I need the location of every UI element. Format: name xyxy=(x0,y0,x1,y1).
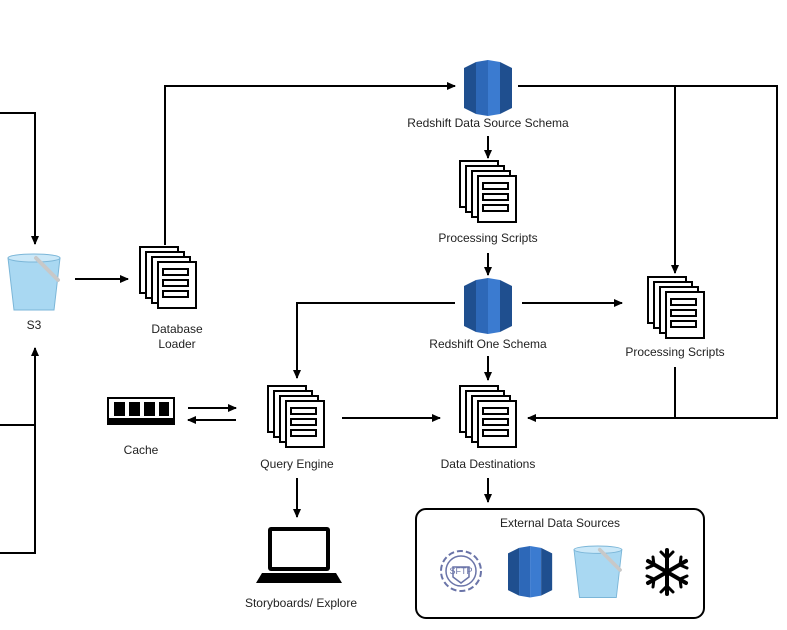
storyboards-label: Storyboards/ Explore xyxy=(244,596,358,610)
redshift-icon xyxy=(464,60,512,116)
processing-scripts-icon xyxy=(459,160,517,223)
sftp-label: SFTP xyxy=(449,566,472,576)
s3-label: S3 xyxy=(26,318,42,332)
data-destinations-label: Data Destinations xyxy=(440,457,536,471)
arrow-left-bottom-to-s3 xyxy=(0,347,39,554)
processing-scripts-2-icon xyxy=(647,276,705,339)
database-loader-icon xyxy=(139,246,197,309)
query-engine-icon xyxy=(267,385,325,448)
processing-scripts-2-label: Processing Scripts xyxy=(625,345,725,359)
sftp-icon: SFTP xyxy=(440,550,482,592)
snowflake-icon xyxy=(645,548,689,596)
cache-label: Cache xyxy=(123,443,159,457)
s3-bucket-icon xyxy=(6,252,62,312)
external-data-sources-title: External Data Sources xyxy=(499,516,621,530)
data-destinations-icon xyxy=(459,385,517,448)
arrow-left-to-s3 xyxy=(0,112,39,245)
external-data-sources-box xyxy=(415,508,705,619)
redshift-source-label: Redshift Data Source Schema xyxy=(407,116,569,130)
redshift-icon xyxy=(508,546,553,598)
memory-chip-icon xyxy=(107,397,175,425)
database-loader-label: Database Loader xyxy=(151,322,203,351)
arrow-source-to-scripts2 xyxy=(518,85,679,274)
query-engine-label: Query Engine xyxy=(260,457,334,471)
arrow-loader-to-redshift-source xyxy=(164,82,456,245)
arrow-one-to-query xyxy=(293,302,455,379)
arrow-source-to-destinations xyxy=(527,85,778,422)
redshift-icon xyxy=(464,278,512,334)
laptop-icon xyxy=(256,527,342,583)
processing-scripts-label: Processing Scripts xyxy=(438,231,538,245)
connectors xyxy=(0,82,778,554)
s3-bucket-icon xyxy=(572,544,624,600)
redshift-one-label: Redshift One Schema xyxy=(429,337,547,351)
